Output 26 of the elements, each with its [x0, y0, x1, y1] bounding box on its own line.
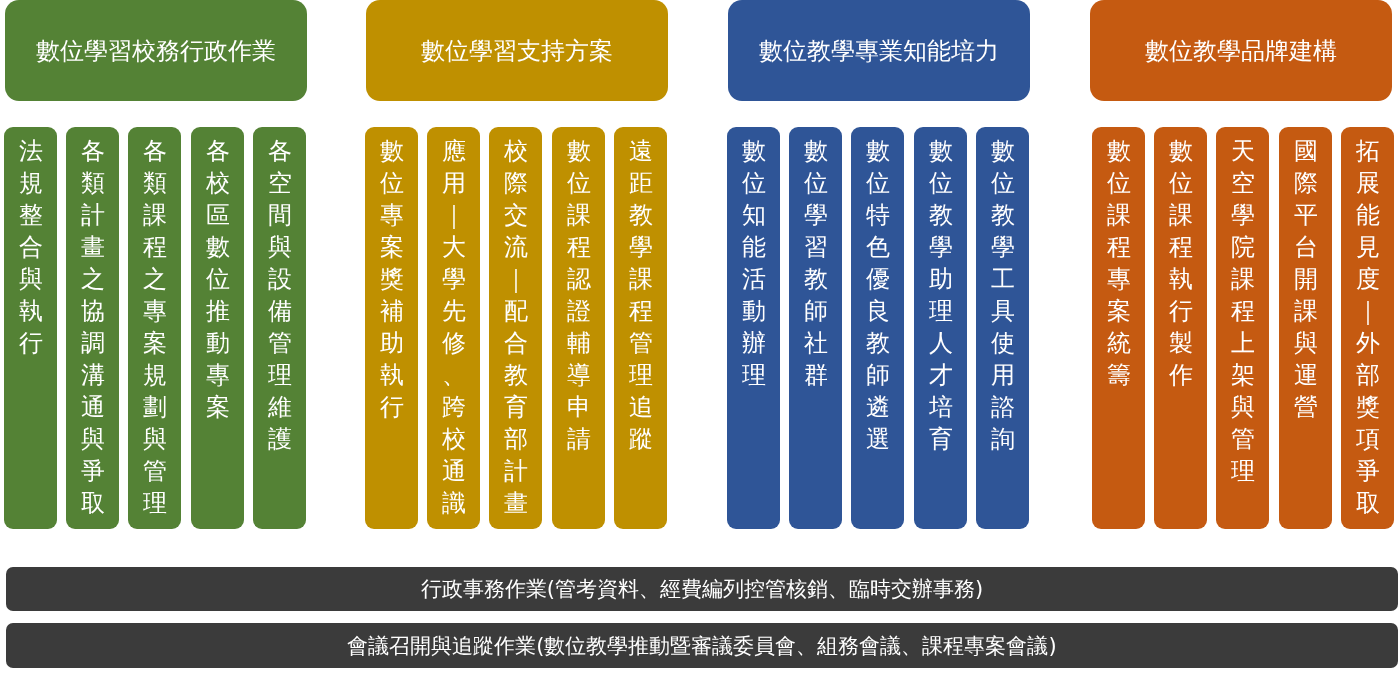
task-column: 拓展能見度｜外部獎項爭取 [1341, 127, 1394, 529]
task-column: 數位教學助理人才培育 [914, 127, 967, 529]
task-column: 天空學院課程上架與管理 [1216, 127, 1269, 529]
category-header: 數位學習支持方案 [366, 0, 668, 101]
task-column: 數位專案獎補助執行 [365, 127, 418, 529]
task-column: 法規整合與執行 [4, 127, 57, 529]
task-column: 數位課程專案統籌 [1092, 127, 1145, 529]
task-column: 校際交流｜配合教育部計畫 [489, 127, 542, 529]
task-column: 數位教學工具使用諮詢 [976, 127, 1029, 529]
task-column: 數位知能活動辦理 [727, 127, 780, 529]
task-column: 數位特色優良教師遴選 [851, 127, 904, 529]
task-bar: 會議召開與追蹤作業(數位教學推動暨審議委員會、組務會議、課程專案會議) [6, 623, 1398, 668]
task-bar: 行政事務作業(管考資料、經費編列控管核銷、臨時交辦事務) [6, 567, 1398, 611]
task-column: 國際平台開課與運營 [1279, 127, 1332, 529]
task-column: 應用｜大學先修、跨校通識 [427, 127, 480, 529]
task-column: 數位課程執行製作 [1154, 127, 1207, 529]
task-column: 各類課程之專案規劃與管理 [128, 127, 181, 529]
task-column: 數位課程認證輔導申請 [552, 127, 605, 529]
task-column: 各校區數位推動專案 [191, 127, 244, 529]
task-column: 數位學習教師社群 [789, 127, 842, 529]
category-header: 數位學習校務行政作業 [5, 0, 307, 101]
task-column: 各空間與設備管理維護 [253, 127, 306, 529]
category-header: 數位教學品牌建構 [1090, 0, 1392, 101]
task-column: 遠距教學課程管理追蹤 [614, 127, 667, 529]
task-column: 各類計畫之協調溝通與爭取 [66, 127, 119, 529]
category-header: 數位教學專業知能培力 [728, 0, 1030, 101]
